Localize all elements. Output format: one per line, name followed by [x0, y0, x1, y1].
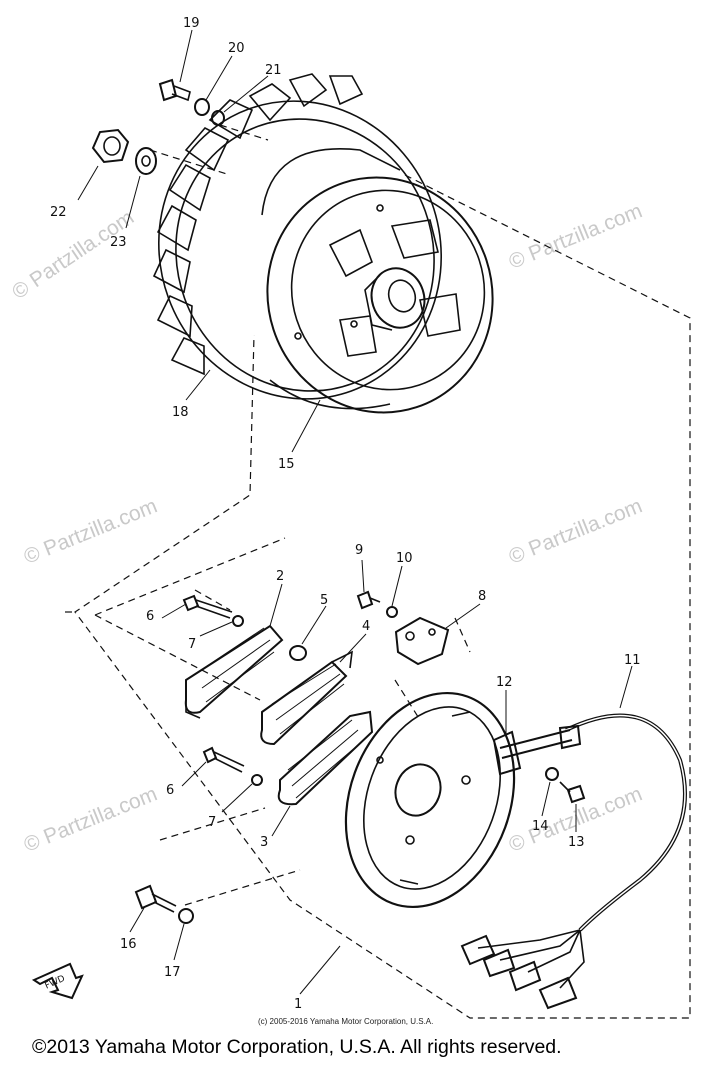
screw-6-top — [182, 594, 233, 619]
copyright-footer: ©2013 Yamaha Motor Corporation, U.S.A. A… — [32, 1036, 562, 1058]
dashed-leaders — [65, 124, 691, 1019]
lead-wire-11 — [460, 713, 687, 1010]
washer-23 — [135, 147, 157, 175]
bolt-19 — [158, 78, 191, 102]
callout-21: 21 — [265, 63, 282, 78]
callout-leaders — [77, 29, 633, 995]
washer-21 — [211, 110, 225, 126]
washer-17 — [178, 908, 194, 924]
nut-22 — [91, 128, 130, 164]
callout-15: 15 — [278, 457, 295, 472]
washer-14 — [545, 767, 559, 781]
callout-3: 3 — [260, 835, 268, 850]
small-copyright: (c) 2005-2016 Yamaha Motor Corporation, … — [258, 1017, 434, 1026]
callout-18: 18 — [172, 405, 189, 420]
callout-8: 8 — [478, 589, 486, 604]
pulser-coil-8 — [394, 616, 450, 666]
callout-6-top: 6 — [146, 609, 154, 624]
callout-22: 22 — [50, 205, 67, 220]
screw-16 — [134, 884, 177, 913]
callout-7-bottom: 7 — [208, 815, 216, 830]
charging-coil-2 — [184, 624, 284, 719]
callout-10: 10 — [396, 551, 413, 566]
screw-9 — [356, 590, 381, 610]
fwd-label: FWD — [43, 974, 66, 992]
flywheel-rotor — [152, 73, 494, 414]
callout-16: 16 — [120, 937, 137, 952]
callout-14: 14 — [532, 819, 549, 834]
callout-6-bottom: 6 — [166, 783, 174, 798]
washer-20 — [194, 98, 210, 116]
callout-1: 1 — [294, 997, 302, 1012]
coil-4 — [260, 650, 353, 746]
callout-5: 5 — [320, 593, 328, 608]
spacer-5 — [289, 645, 307, 661]
callout-19: 19 — [183, 16, 200, 31]
callout-12: 12 — [496, 675, 513, 690]
fwd-arrow — [31, 962, 84, 1000]
washer-7-bottom — [251, 774, 263, 786]
callout-11: 11 — [624, 653, 641, 668]
callout-9: 9 — [355, 543, 363, 558]
callout-23: 23 — [110, 235, 127, 250]
stator-base-plate — [344, 691, 516, 909]
screw-13 — [559, 781, 586, 804]
washer-7-top — [232, 615, 244, 627]
screw-6-bottom — [202, 746, 245, 773]
callout-7-top: 7 — [188, 637, 196, 652]
callout-20: 20 — [228, 41, 245, 56]
callout-4: 4 — [362, 619, 370, 634]
washer-10 — [386, 606, 398, 618]
callout-2: 2 — [276, 569, 284, 584]
callout-17: 17 — [164, 965, 181, 980]
callout-13: 13 — [568, 835, 585, 850]
coil-3 — [277, 710, 374, 806]
